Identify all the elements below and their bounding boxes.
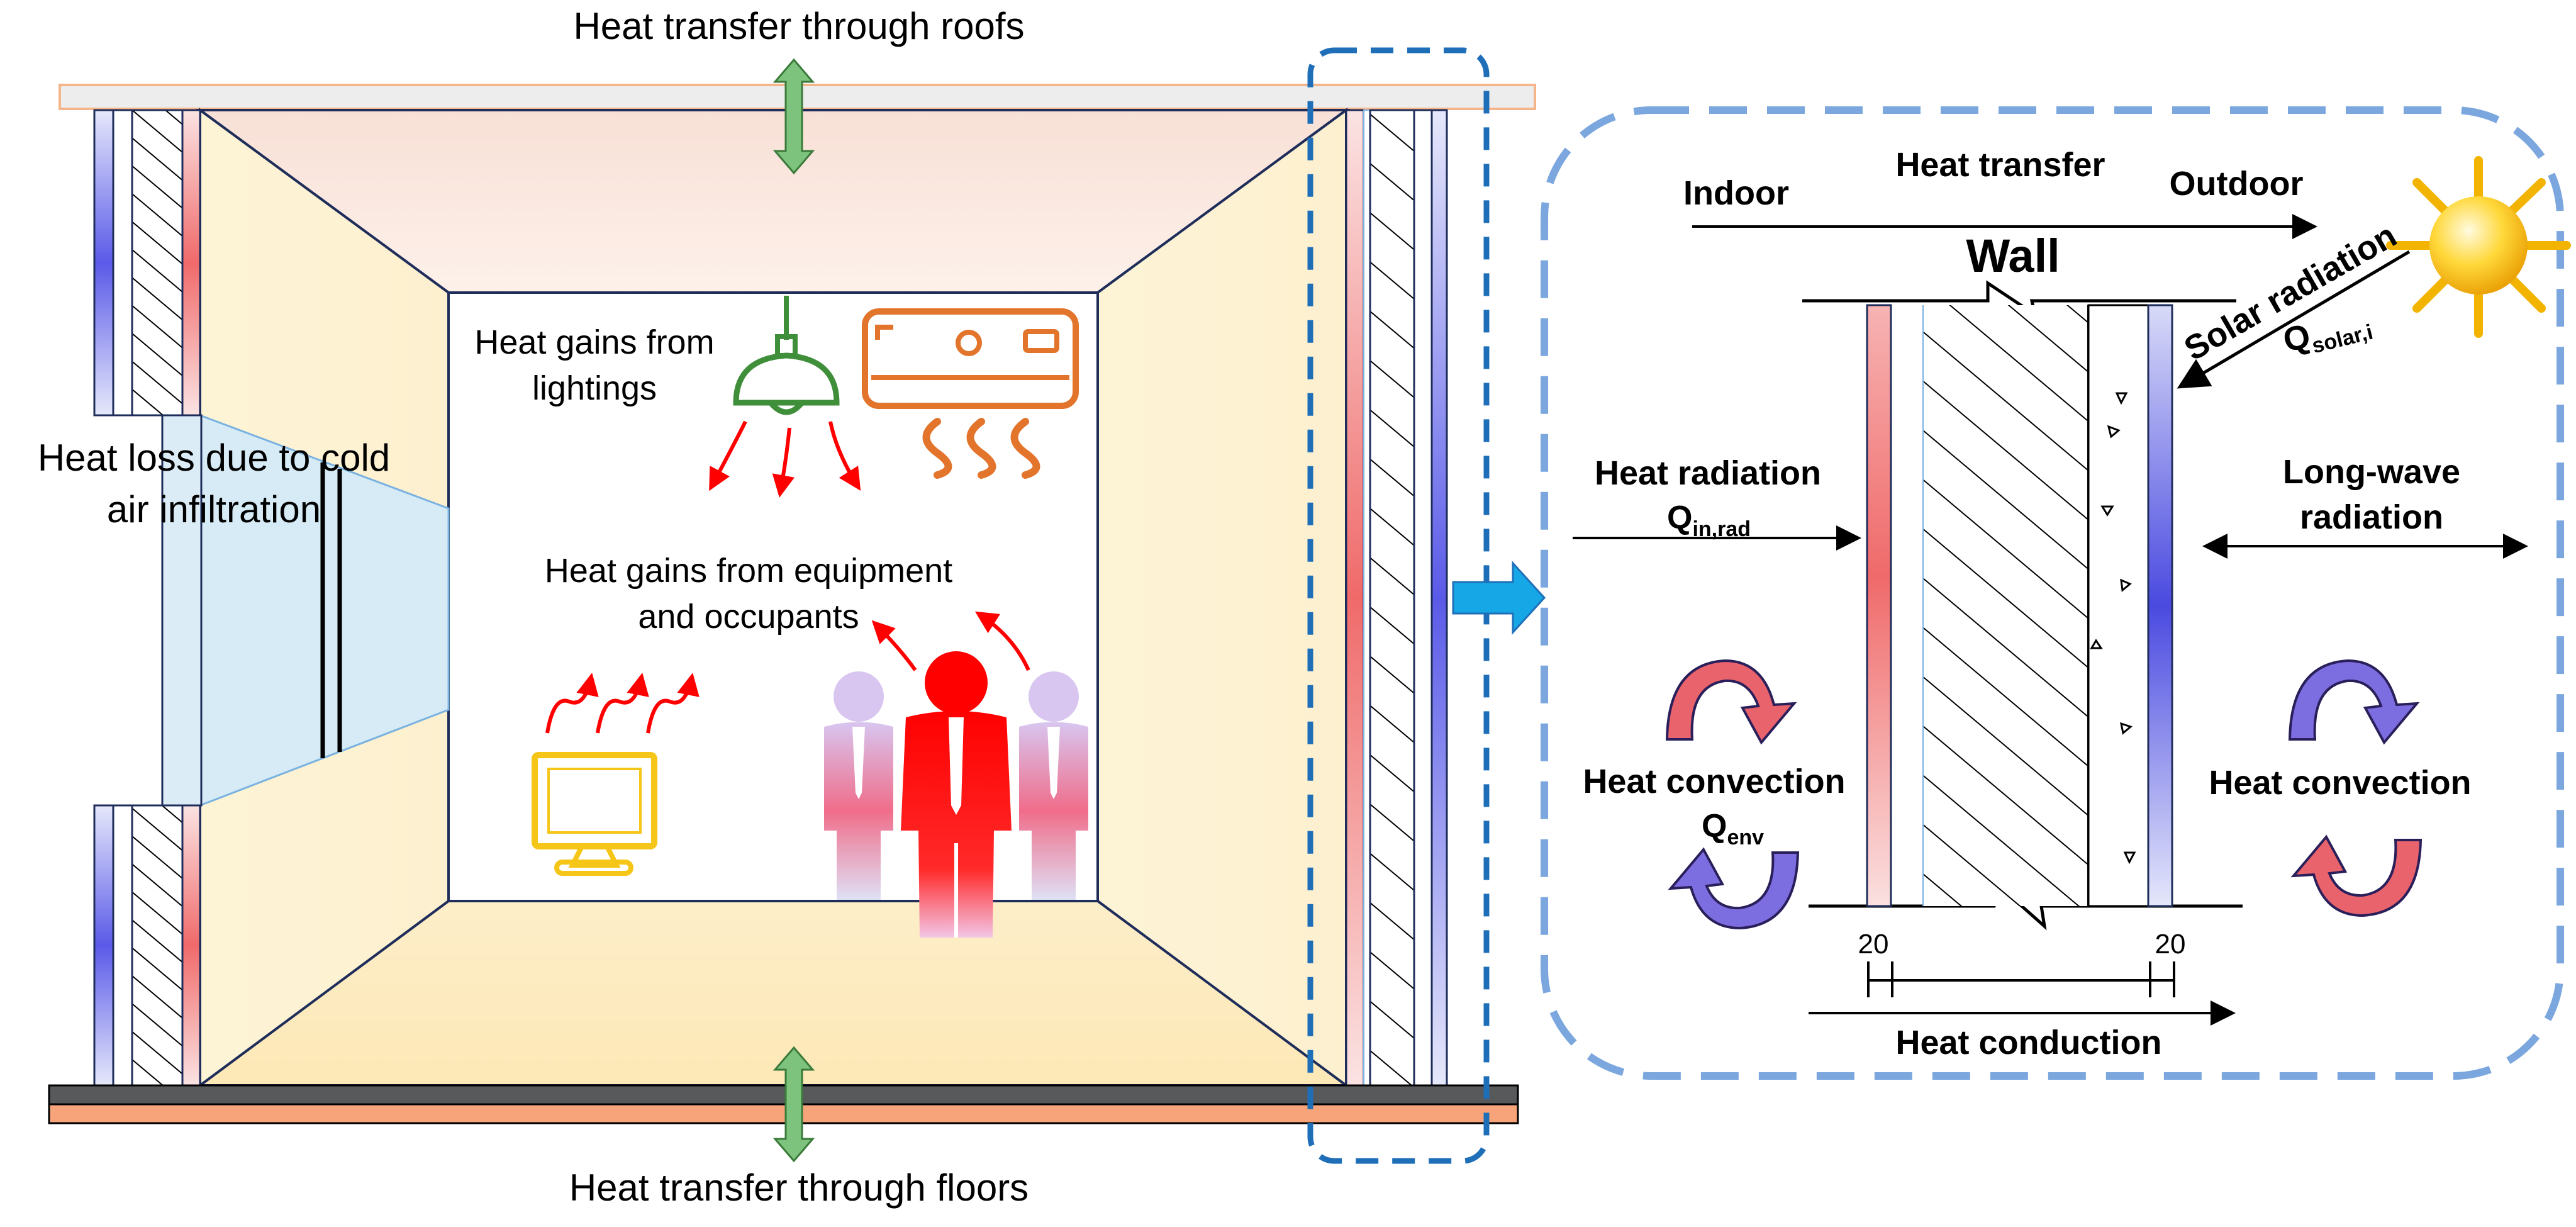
right-wall-section: [1345, 109, 1448, 1087]
equipment-label-line1: Heat gains from equipment: [545, 552, 952, 590]
roof-double-arrow: [772, 58, 815, 175]
solar-radiation-arrow: [2177, 250, 2411, 389]
dimension-left-label: 20: [1858, 929, 1889, 960]
q-env-label: Qenv: [1702, 808, 1764, 849]
q-in-rad-label: Qin,rad: [1667, 500, 1751, 541]
infiltration-label-line2: air infiltration: [107, 488, 321, 530]
lighting-label-line1: Heat gains from: [474, 323, 714, 361]
long-wave-label-line2: radiation: [2300, 498, 2443, 536]
heat-radiation-label: Heat radiation: [1595, 454, 1821, 492]
q-env-subscript: env: [1727, 826, 1764, 849]
sun-icon: [2386, 156, 2571, 338]
convection-arrows-left: [1665, 659, 1800, 930]
occupants-icon: [824, 651, 1088, 938]
wall-top-break: [1802, 280, 2236, 318]
dimension-marker: [1867, 961, 2175, 997]
air-conditioner-icon: [862, 308, 1079, 479]
floor-slab-top: [48, 1084, 1519, 1106]
detail-frame: [1541, 106, 2564, 1080]
heat-convection-left-label: Heat convection: [1583, 763, 1845, 800]
outer-surface-layer: [2147, 304, 2173, 907]
q-solar-subscript: solar,i: [2309, 320, 2375, 359]
wall-label: Wall: [1966, 230, 2060, 282]
indoor-label: Indoor: [1683, 174, 1789, 212]
heat-conduction-label: Heat conduction: [1895, 1024, 2161, 1062]
infiltration-label-line1: Heat loss due to cold: [38, 437, 390, 479]
left-wall-section-lower: [93, 804, 201, 1087]
insulation-aggregate-marks: [2090, 392, 2136, 865]
q-in-rad-subscript: in,rad: [1692, 517, 1751, 541]
person-left: [824, 671, 893, 900]
inner-surface-layer: [1866, 304, 1892, 907]
q-solar-main: Q: [2279, 317, 2314, 359]
convection-arrows-right: [2288, 659, 2423, 917]
floor-label: Heat transfer through floors: [569, 1167, 1029, 1209]
person-right: [1019, 671, 1088, 900]
lamp-heat-arrows: [709, 420, 861, 498]
insulation-layer: [2087, 304, 2149, 907]
occupant-heat-arrows: [871, 611, 1030, 671]
equipment-label-line2: and occupants: [638, 598, 859, 636]
heat-convection-right-label: Heat convection: [2209, 764, 2471, 802]
roof-label: Heat transfer through roofs: [573, 5, 1024, 47]
structural-layer: [1924, 305, 2088, 906]
room-section: Heat transfer through roofs Heat transfe…: [38, 5, 1536, 1209]
long-wave-label-line1: Long-wave: [2283, 453, 2460, 491]
monitor-heat-arrows: [545, 673, 700, 734]
q-in-rad-main: Q: [1667, 500, 1692, 536]
zoom-pointer-arrow: [1452, 561, 1546, 635]
person-center: [901, 651, 1012, 938]
wall-detail-section: Indoor Heat transfer Outdoor Wall Solar …: [1541, 106, 2571, 1080]
floor-slab-bottom: [48, 1103, 1519, 1124]
lamp-icon: [733, 296, 840, 415]
lighting-label-line2: lightings: [532, 369, 657, 407]
left-wall-section-upper: [93, 109, 201, 417]
floor-double-arrow: [772, 1046, 815, 1163]
heat-transfer-label: Heat transfer: [1895, 146, 2105, 184]
q-env-main: Q: [1702, 808, 1727, 844]
outdoor-label: Outdoor: [2170, 165, 2304, 203]
monitor-icon: [532, 752, 657, 876]
dimension-right-label: 20: [2155, 929, 2186, 960]
